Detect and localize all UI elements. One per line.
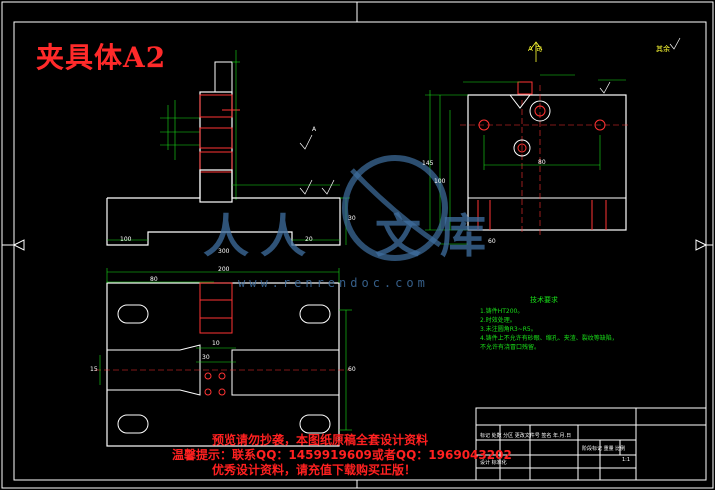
section-mark-label: A	[312, 126, 317, 133]
dim-side-height: 145	[422, 160, 434, 167]
watermark-logo-ring	[342, 155, 448, 261]
dim-plan-overall: 200	[218, 266, 230, 273]
title-block-revision-row: 标记 处数 分区 更改文件号 签名 年.月.日	[480, 433, 572, 439]
dim-top-left: 100	[120, 236, 132, 243]
tech-requirement-line: 1.铸件HT200。	[480, 308, 524, 315]
dim-top-height: 30	[348, 215, 356, 222]
watermark-char: 人	[203, 209, 249, 263]
watermark-site: www.renrendoc.com	[238, 276, 429, 290]
watermark-logo-swoosh	[350, 168, 442, 248]
dim-plan-slot: 15	[90, 366, 98, 373]
view-direction-label: A 向	[528, 45, 543, 53]
promo-line-3: 优秀设计资料，请充值下载购买正版！	[212, 463, 417, 477]
tech-requirement-line: 4.铸件上不允许有砂眼、缩孔、夹渣、裂纹等缺陷，	[480, 335, 618, 342]
tech-requirement-line: 不允许有浇冒口残留。	[480, 344, 541, 351]
watermark-char: 人	[260, 209, 306, 263]
title-block-scale: 1:1	[622, 457, 631, 463]
dim-side-base: 60	[488, 238, 496, 245]
drawing-title: 夹具体A2	[36, 41, 167, 74]
dim-plan-half: 80	[150, 276, 158, 283]
title-block-stage-row: 阶段标记 重量 比例	[582, 446, 626, 452]
promo-line-1: 预览请勿抄袭，本图纸原稿全套设计资料	[212, 433, 429, 447]
dim-plan-height: 60	[348, 366, 356, 373]
orientation-triangle-right	[695, 239, 708, 251]
tech-requirements-heading: 技术要求	[530, 296, 558, 304]
title-block-design-row: 设计 标准化	[480, 460, 507, 466]
side-view	[425, 37, 681, 245]
dim-plan-hole-b: 10	[212, 340, 220, 347]
roughness-note-label: 其余	[656, 45, 670, 53]
dim-side-mid: 100	[434, 178, 446, 185]
plan-view	[95, 268, 352, 447]
orientation-triangle-left	[12, 239, 25, 251]
inner-frame	[13, 21, 707, 481]
watermark-char: 文	[375, 209, 421, 263]
dim-top-overall: 300	[218, 248, 230, 255]
dim-top-right: 20	[305, 236, 313, 243]
title-block	[475, 407, 707, 481]
dim-side-width: 80	[538, 159, 546, 166]
watermark-char: 库	[440, 209, 486, 263]
tech-requirement-line: 3.未注圆角R3~R5。	[480, 326, 537, 333]
dim-plan-hole-a: 30	[202, 354, 210, 361]
tech-requirement-line: 2.时效处理。	[480, 317, 516, 324]
promo-line-2: 温馨提示：联系QQ：1459919609或者QQ：1969043202	[172, 448, 512, 462]
